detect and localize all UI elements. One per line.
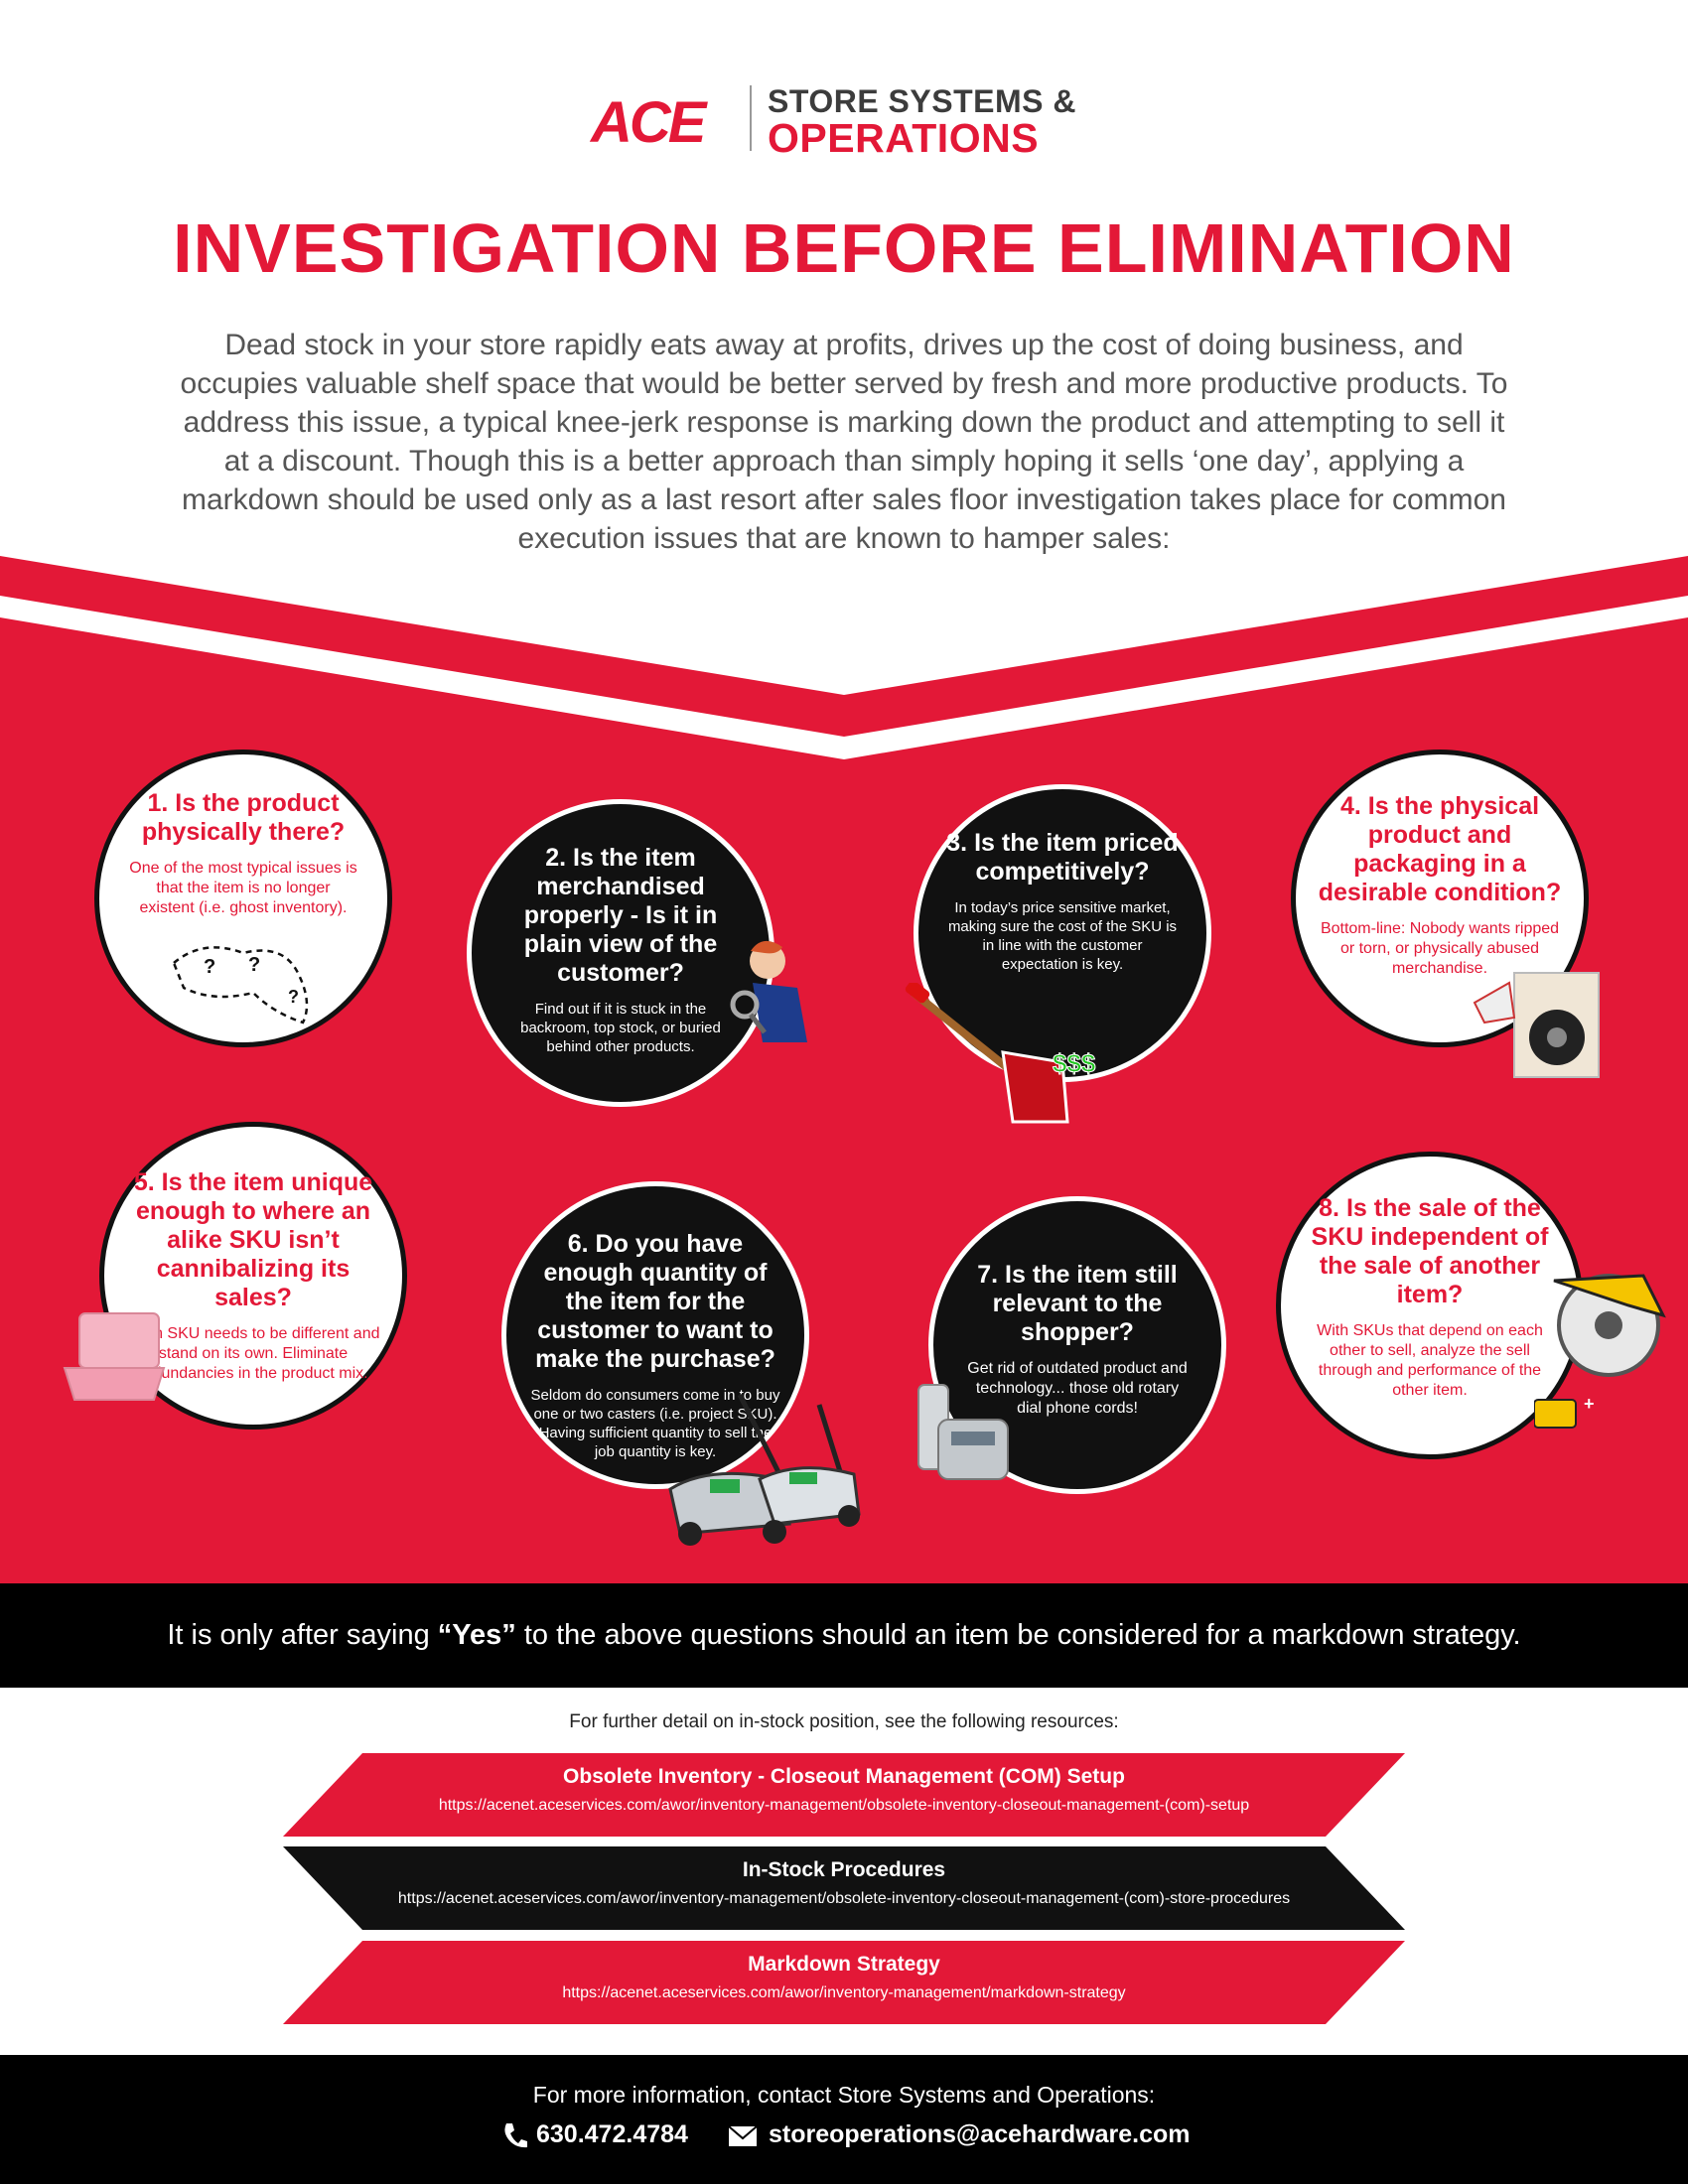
- customer-with-magnifier-icon: [730, 940, 807, 1042]
- question-6-text: Seldom do consumers come in to buy one o…: [530, 1387, 780, 1460]
- snow-shovel-icon: $$$: [905, 983, 1096, 1124]
- plastic-container-icon: [63, 1312, 166, 1401]
- question-1-title: 1. Is the product physically there?: [141, 789, 346, 846]
- brand-line-1: STORE SYSTEMS &: [768, 83, 1076, 119]
- question-6-circle: 6. Do you have enough quantity of the it…: [501, 1181, 809, 1489]
- question-8-text: With SKUs that depend on each other to s…: [1317, 1322, 1543, 1399]
- question-4-title: 4. Is the physical product and packaging…: [1318, 792, 1562, 906]
- resource-link-in-stock-procedures[interactable]: In-Stock Procedures https://acenet.acese…: [283, 1846, 1405, 1930]
- markdown-banner: It is only after saying “Yes” to the abo…: [0, 1583, 1688, 1688]
- cordless-phone-icon: [917, 1384, 1009, 1480]
- question-mark-2: ?: [248, 954, 260, 976]
- resource-url[interactable]: https://acenet.aceservices.com/awor/inve…: [562, 1984, 1126, 2001]
- resource-title: Obsolete Inventory - Closeout Management…: [563, 1765, 1125, 1788]
- contact-footer: For more information, contact Store Syst…: [0, 2055, 1688, 2184]
- question-1-text: One of the most typical issues is that t…: [129, 860, 357, 916]
- brand-line-2: OPERATIONS: [768, 115, 1040, 161]
- question-8-circle: 8. Is the sale of the SKU independent of…: [1276, 1152, 1584, 1459]
- question-1-circle: 1. Is the product physically there? One …: [94, 750, 392, 1047]
- resource-link-com-setup[interactable]: Obsolete Inventory - Closeout Management…: [283, 1753, 1405, 1837]
- question-5-title: 5. Is the item unique enough to where an…: [133, 1168, 373, 1311]
- email-icon: [728, 2125, 758, 2146]
- banner-emphasis: “Yes”: [437, 1619, 516, 1651]
- question-4-text: Bottom-line: Nobody wants ripped or torn…: [1320, 920, 1560, 977]
- question-7-text: Get rid of outdated product and technolo…: [967, 1360, 1188, 1417]
- resource-banner-shape: [283, 1941, 1405, 2024]
- resource-link-markdown-strategy[interactable]: Markdown Strategy https://acenet.aceserv…: [283, 1941, 1405, 2024]
- question-6-title: 6. Do you have enough quantity of the it…: [535, 1230, 775, 1373]
- ace-logo: ACE STORE SYSTEMS & OPERATIONS: [591, 79, 1087, 161]
- banner-text-before: It is only after saying: [167, 1619, 438, 1651]
- logo-divider: [750, 85, 752, 151]
- question-mark-3: ?: [288, 987, 299, 1007]
- resource-title: Markdown Strategy: [748, 1953, 940, 1976]
- page-title: INVESTIGATION BEFORE ELIMINATION: [173, 209, 1515, 287]
- phone-icon: [504, 2123, 527, 2148]
- resource-title: In-Stock Procedures: [742, 1858, 946, 1881]
- footer-email[interactable]: storeoperations@acehardware.com: [769, 2120, 1191, 2148]
- question-2-text: Find out if it is stuck in the backroom,…: [520, 1001, 721, 1055]
- lawn-mowers-icon: [668, 1393, 861, 1546]
- resource-url[interactable]: https://acenet.aceservices.com/awor/inve…: [397, 1890, 1291, 1907]
- banner-text-after: to the above questions should an item be…: [515, 1619, 1521, 1651]
- intro-paragraph: Dead stock in your store rapidly eats aw…: [180, 329, 1508, 555]
- damaged-package-icon: [1473, 972, 1600, 1078]
- footer-text: For more information, contact Store Syst…: [532, 2082, 1156, 2108]
- resource-url[interactable]: https://acenet.aceservices.com/awor/inve…: [438, 1797, 1250, 1814]
- circular-saw-icon: +: [1534, 1274, 1666, 1429]
- question-3-text: In today’s price sensitive market, makin…: [947, 899, 1178, 973]
- dollar-sign-text: $$$: [1053, 1048, 1096, 1078]
- question-2-title: 2. Is the item merchandised properly - I…: [523, 844, 718, 987]
- plus-sign-text: +: [1584, 1394, 1595, 1414]
- footer-phone[interactable]: 630.472.4784: [536, 2120, 688, 2148]
- question-5-text: Each SKU needs to be different and stand…: [126, 1325, 380, 1382]
- question-mark-1: ?: [204, 956, 215, 978]
- question-3-title: 3. Is the item priced competitively?: [946, 829, 1179, 886]
- resource-banner-shape: [283, 1753, 1405, 1837]
- resource-banner-shape: [283, 1846, 1405, 1930]
- question-7-title: 7. Is the item still relevant to the sho…: [977, 1261, 1178, 1346]
- resources-intro: For further detail on in-stock position,…: [569, 1711, 1119, 1732]
- question-2-circle: 2. Is the item merchandised properly - I…: [467, 799, 774, 1107]
- question-8-title: 8. Is the sale of the SKU independent of…: [1311, 1194, 1549, 1308]
- ghost-inventory-icon: ? ? ?: [172, 946, 309, 1024]
- ace-logo-mark: ACE: [591, 90, 706, 155]
